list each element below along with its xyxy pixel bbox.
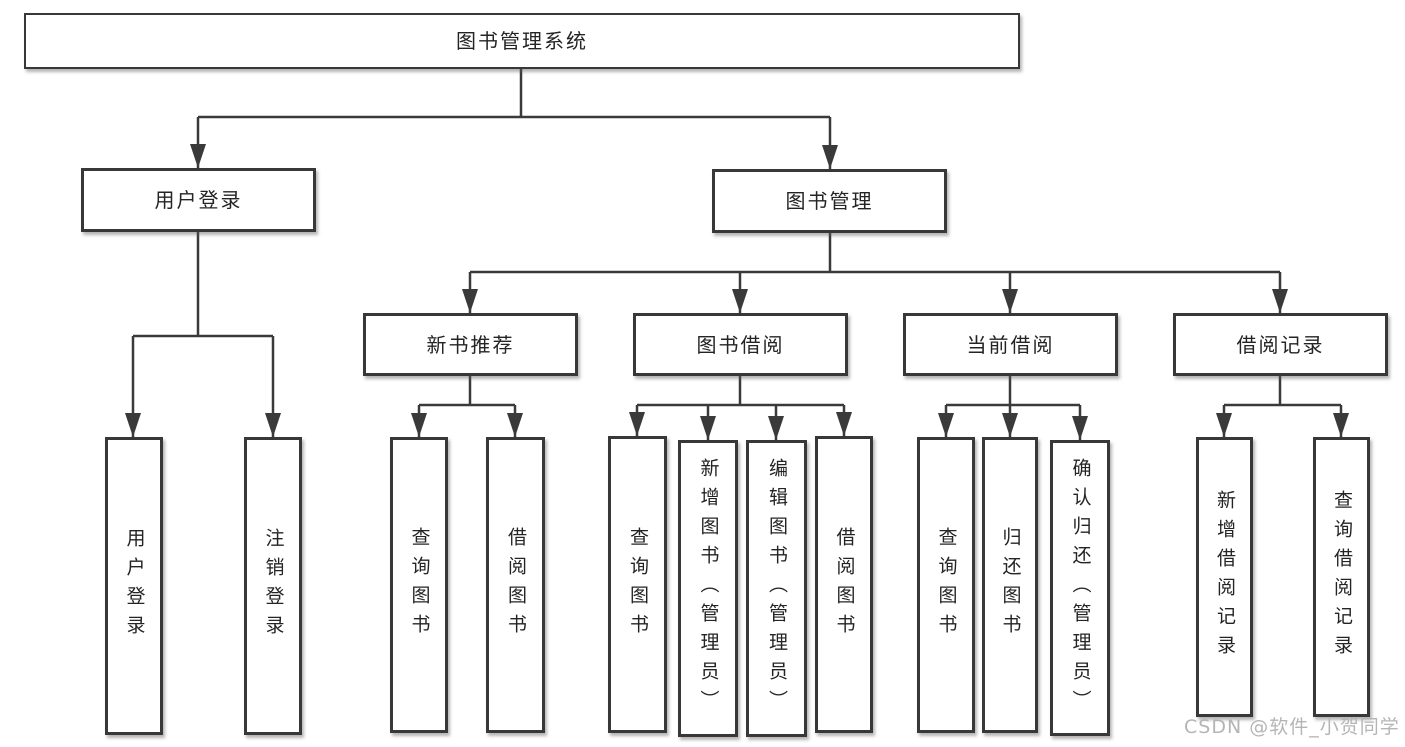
leaf-borrow-borrow-books: 借阅图书 xyxy=(815,436,873,733)
connector-current-trunk xyxy=(946,376,1080,407)
leaf-borrow-query-books: 查询图书 xyxy=(608,436,667,733)
node-current-borrow: 当前借阅 xyxy=(903,313,1118,376)
leaf-newbook-query-books: 查询图书 xyxy=(390,437,448,733)
connector-record-trunk xyxy=(1224,376,1341,407)
node-root: 图书管理系统 xyxy=(24,13,1020,69)
node-book-borrow: 图书借阅 xyxy=(633,313,848,376)
node-new-book-recommend: 新书推荐 xyxy=(363,313,578,376)
connector-newbook-trunk xyxy=(419,376,515,407)
connector-user-trunk xyxy=(133,232,273,338)
leaf-current-return-books: 归还图书 xyxy=(982,437,1038,733)
leaf-user-logout: 注销登录 xyxy=(244,437,302,735)
node-borrow-record: 借阅记录 xyxy=(1173,313,1388,376)
leaf-record-query-record: 查询借阅记录 xyxy=(1313,437,1370,717)
node-book-management: 图书管理 xyxy=(712,169,947,233)
connector-borrow-trunk xyxy=(637,376,844,407)
leaf-borrow-add-books-admin: 新增图书（管理员） xyxy=(678,440,738,737)
csdn-watermark: CSDN @软件_小贺同学 xyxy=(1184,716,1400,738)
leaf-user-login: 用户登录 xyxy=(105,437,163,735)
node-user-login: 用户登录 xyxy=(81,168,316,232)
leaf-current-query-books: 查询图书 xyxy=(917,437,975,733)
connector-mgmt-trunk xyxy=(470,233,1280,274)
leaf-borrow-edit-books-admin: 编辑图书（管理员） xyxy=(746,440,807,737)
leaf-current-confirm-return-admin: 确认归还（管理员） xyxy=(1050,440,1110,736)
leaf-newbook-borrow-books: 借阅图书 xyxy=(486,437,545,733)
leaf-record-add-record: 新增借阅记录 xyxy=(1196,437,1253,717)
connector-root-trunk xyxy=(198,69,830,119)
